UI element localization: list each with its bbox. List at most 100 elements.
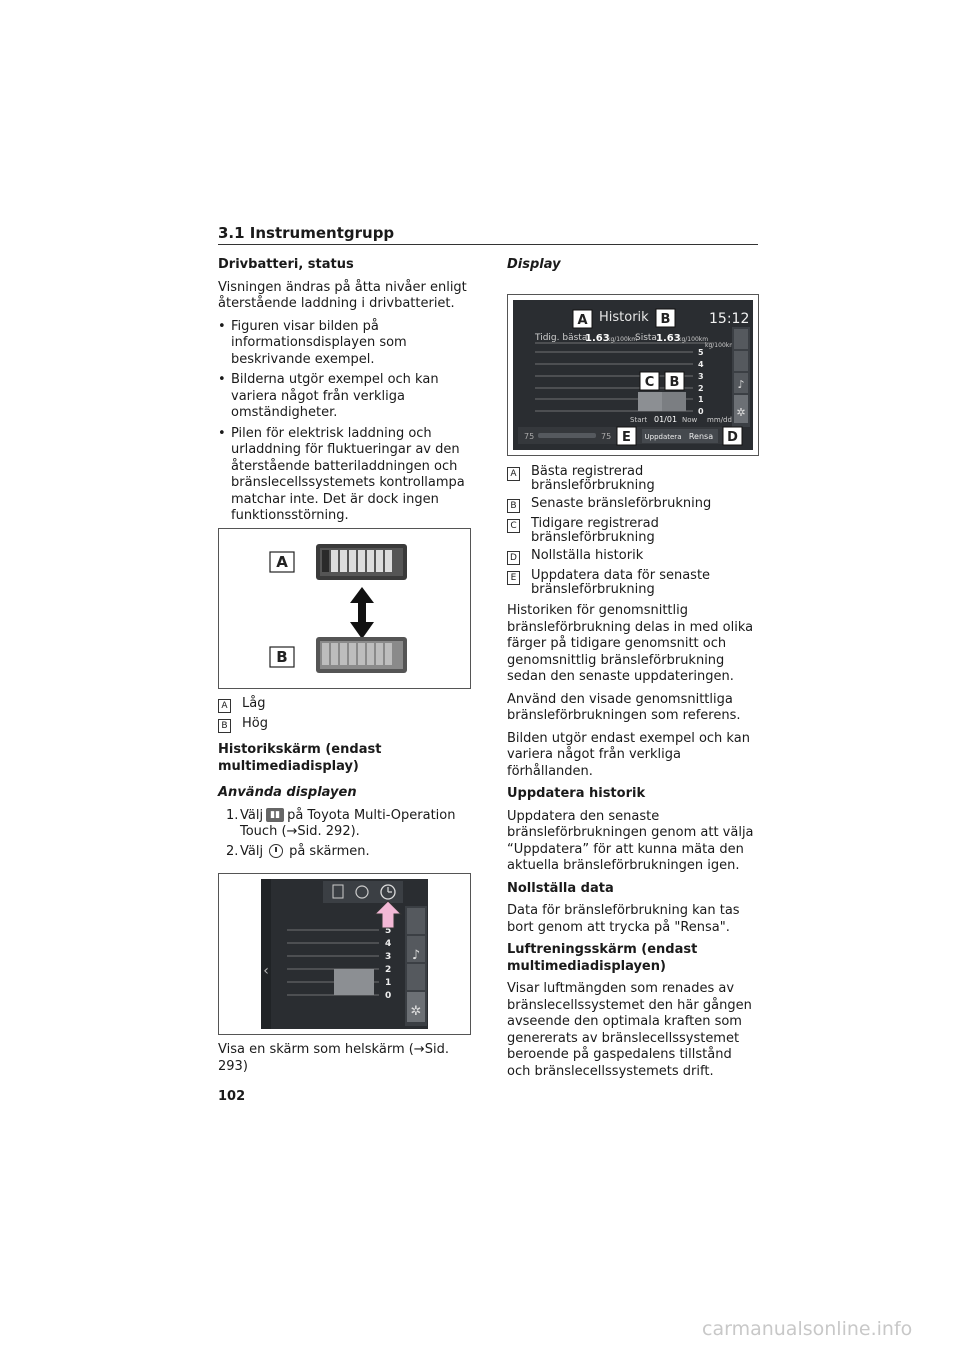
heading-display: Display (507, 257, 561, 272)
paragraph: Uppdatera den senaste bränsleförbrukning… (507, 808, 754, 874)
marker-e: E (622, 430, 631, 445)
range-left: 75 (524, 432, 534, 441)
date-label: 01/01 (654, 415, 677, 424)
last-label: Sista (635, 333, 657, 343)
marker-d: D (727, 430, 738, 445)
section-title: 3.1 Instrumentgrupp (218, 224, 395, 242)
right-heading: Display (507, 257, 759, 280)
legend-key: A (507, 467, 520, 481)
legend-key: B (507, 499, 520, 513)
paragraph: Historiken för genomsnittlig bränsleförb… (507, 603, 754, 684)
marker-b: B (670, 375, 680, 390)
subheading-use-display: Använda displayen (218, 785, 357, 800)
legend-item: B Senaste bränsleförbrukning (507, 497, 759, 513)
scale-label: 1 (385, 978, 391, 988)
legend-key: B (218, 719, 231, 733)
best-label: Tidig. bästa (534, 333, 587, 343)
legend-item: A Bästa registrerad bränsleförbrukning (507, 465, 759, 493)
marker-b: B (276, 648, 287, 666)
clear-button[interactable] (684, 429, 718, 443)
legend-text: Tidigare registrerad bränsleförbrukning (531, 516, 659, 545)
legend-text: Hög (242, 716, 268, 731)
history-display-figure: Historik 15:12 Tidig. bästa 1.63 kg/100k… (507, 294, 759, 456)
settings-icon: ✲ (411, 1004, 422, 1019)
bullet-item: Figuren visar bilden på informationsdisp… (218, 319, 470, 369)
scale-label: 5 (698, 348, 704, 357)
marker-a: A (276, 553, 288, 571)
legend-text: Nollställa historik (531, 548, 644, 563)
scale-label: 1 (698, 395, 704, 404)
music-icon: ♪ (737, 378, 744, 391)
heading-history: Historikskärm (endast multimediadisplay) (218, 742, 382, 774)
legend-text: Bästa registrerad bränsleförbrukning (531, 464, 655, 493)
paragraph: Visar luftmängden som renades av bränsle… (507, 981, 752, 1079)
last-value: 1.63 (656, 333, 681, 344)
scale-label: 4 (385, 939, 391, 949)
legend-key: C (507, 519, 520, 533)
legend-item: B Hög (218, 717, 470, 733)
marker-c: C (645, 375, 655, 390)
date-format: mm/dd (707, 416, 732, 424)
legend-item: C Tidigare registrerad bränsleförbruknin… (507, 517, 759, 545)
legend-key: A (218, 699, 231, 713)
axis-unit: kg/100km (705, 342, 735, 349)
scale-label: 0 (698, 407, 704, 416)
clear-label: Rensa (689, 432, 713, 441)
heading-air-purification: Luftreningsskärm (endast multimediadispl… (507, 942, 698, 974)
figure-caption: Visa en skärm som helskärm (→Sid. 293) (218, 1042, 470, 1081)
last-unit: kg/100km (678, 336, 708, 343)
marker-a: A (577, 313, 587, 328)
scale-label: 3 (385, 952, 391, 962)
clock-time: 15:12 (709, 311, 749, 327)
history-screen-figure: ‹ 5 4 3 2 1 0 ♪ ✲ (218, 873, 471, 1035)
scale-label: 3 (698, 372, 704, 381)
legend-item: A Låg (218, 697, 470, 713)
update-label: Uppdatera (645, 433, 682, 441)
paragraph: Visningen ändras på åtta nivåer enligt å… (218, 279, 467, 312)
bullet-item: Bilderna utgör exempel och kan variera n… (218, 372, 470, 422)
scale-label: 5 (385, 926, 391, 936)
paragraph: Bilden utgör endast exempel och kan vari… (507, 730, 750, 779)
clock-icon (380, 884, 396, 900)
marker-b: B (661, 312, 671, 327)
page-number: 102 (218, 1089, 246, 1104)
paragraph: Använd den visade genomsnittliga bränsle… (507, 691, 741, 724)
left-column: Drivbatteri, status Visningen ändras på … (218, 257, 470, 531)
range-right: 75 (601, 432, 611, 441)
left-column-lower: A Låg B Hög Historikskärm (endast multim… (218, 697, 470, 866)
scale-label: 0 (385, 991, 391, 1001)
steps: 1.Välj▮▮på Toyota Multi-Operation Touch … (218, 808, 470, 861)
legend-key: D (507, 551, 520, 565)
chart-icon: ▮▮ (266, 808, 285, 822)
watermark: carmanualsonline.info (702, 1318, 913, 1340)
caption-text: Visa en skärm som helskärm (→Sid. 293) (218, 1042, 449, 1074)
battery-level-figure: A B (218, 528, 471, 689)
screen-title: Historik (599, 310, 649, 325)
back-chevron-icon: ‹ (263, 963, 269, 979)
update-button[interactable] (642, 429, 684, 443)
step-1: 1.Välj▮▮på Toyota Multi-Operation Touch … (226, 807, 456, 840)
start-label: Start (630, 416, 647, 424)
legend-item: D Nollställa historik (507, 549, 759, 565)
heading-reset-data: Nollställa data (507, 880, 614, 896)
best-unit: kg/100km (607, 336, 637, 343)
best-value: 1.63 (585, 333, 610, 344)
legend-text: Uppdatera data för senaste bränsleförbru… (531, 568, 711, 597)
gauge-icon (355, 885, 369, 899)
scale-label: 2 (385, 965, 391, 975)
bullet-item: Pilen för elektrisk laddning och urladdn… (218, 426, 470, 525)
legend-text: Låg (242, 696, 266, 711)
right-column: A Bästa registrerad bränsleförbrukning B… (507, 465, 759, 1086)
legend-item: E Uppdatera data för senaste bränsleförb… (507, 569, 759, 597)
heading-update-history: Uppdatera historik (507, 786, 646, 801)
music-icon: ♪ (412, 948, 420, 963)
heading-drive-battery: Drivbatteri, status (218, 257, 354, 272)
scale-label: 4 (698, 360, 704, 369)
scale-label: 2 (698, 384, 704, 393)
now-label: Now (682, 416, 698, 424)
legend-key: E (507, 571, 520, 585)
paragraph: Data för bränsleförbrukning kan tas bort… (507, 903, 740, 935)
legend-text: Senaste bränsleförbrukning (531, 496, 712, 511)
settings-icon: ✲ (736, 406, 745, 419)
